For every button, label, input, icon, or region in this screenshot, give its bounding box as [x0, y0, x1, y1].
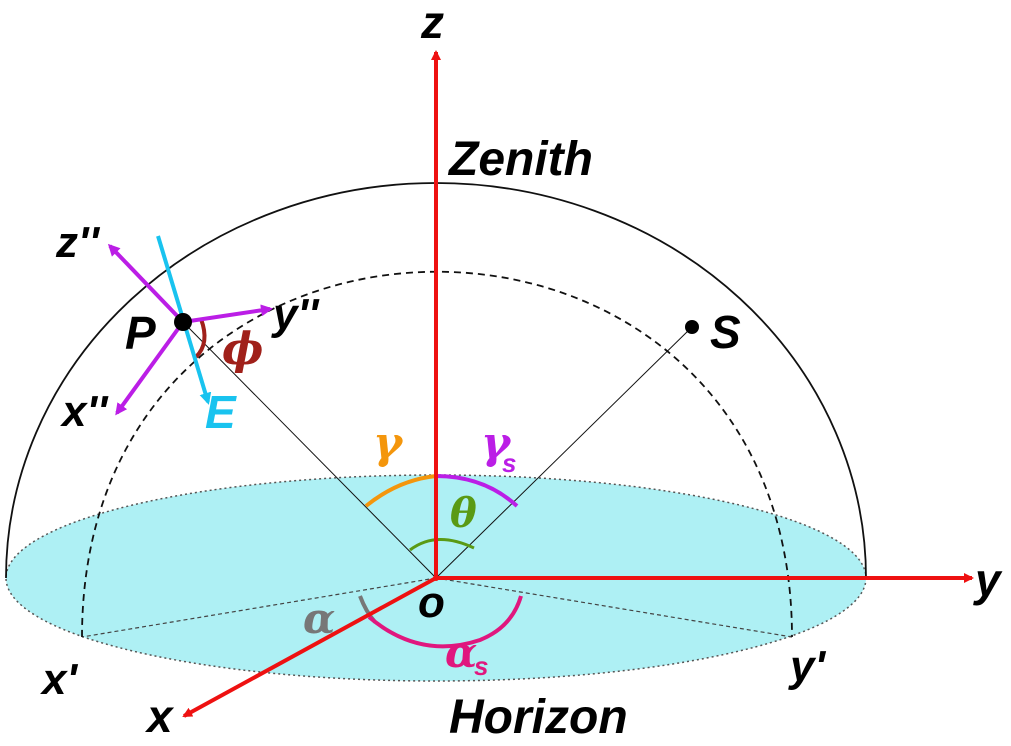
y-pp-axis — [182, 304, 273, 324]
x-pp-label: x'' — [60, 387, 109, 436]
gamma-label: γ — [373, 418, 404, 469]
x-prime-label: x' — [40, 655, 78, 704]
line-o-to-S — [435, 326, 693, 579]
gamma-s-label: γ — [481, 418, 512, 469]
alpha-s-arc — [367, 595, 523, 649]
alpha-label: α — [303, 594, 335, 643]
zenith-label: Zenith — [447, 133, 593, 186]
gamma-s-arc — [435, 474, 519, 508]
phi-label: ϕ — [222, 324, 263, 375]
S-label: S — [710, 306, 741, 358]
z-pp-axis — [107, 243, 185, 324]
y-pp-label: y'' — [271, 290, 320, 339]
z-pp-label: z'' — [55, 218, 100, 267]
x-axis-label: x — [144, 690, 175, 742]
alpha-s-label: α — [445, 628, 477, 677]
P-label: P — [125, 307, 156, 359]
origin-label: o — [418, 578, 445, 627]
horizon-label: Horizon — [449, 691, 628, 744]
x-pp-axis — [115, 320, 185, 416]
x-axis — [182, 576, 437, 718]
gamma-arc — [364, 474, 437, 508]
gamma-s-subscript: s — [502, 448, 516, 478]
theta-label: θ — [450, 490, 477, 537]
theta-arc — [409, 538, 475, 552]
y-axis-label: y — [973, 554, 1003, 606]
z-axis-label: z — [420, 0, 444, 48]
plane-line-x-prime — [81, 577, 437, 638]
y-prime-label: y' — [788, 642, 826, 691]
E-label: E — [205, 386, 237, 438]
line-o-to-P — [182, 321, 437, 579]
point-P — [174, 313, 192, 331]
phi-arc — [194, 318, 207, 359]
origin-point — [433, 575, 439, 581]
point-S — [685, 320, 699, 334]
alpha-s-subscript: s — [474, 651, 488, 681]
